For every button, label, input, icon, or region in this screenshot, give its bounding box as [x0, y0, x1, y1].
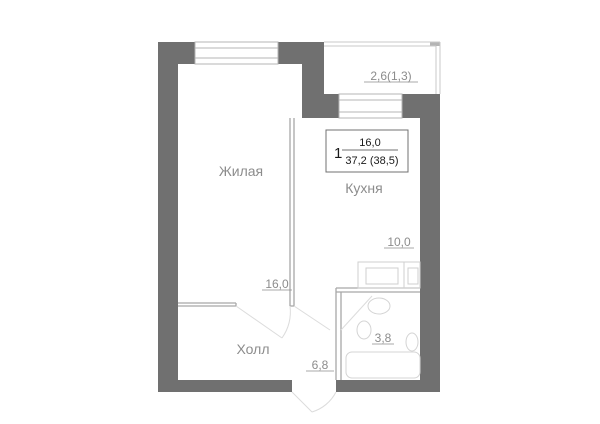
walls	[158, 42, 440, 392]
wall-right	[420, 94, 440, 392]
door-bathroom	[340, 295, 373, 331]
summary-box	[325, 129, 409, 173]
room-area-bathroom: 3,8	[375, 331, 392, 345]
room-name-hall: Холл	[237, 341, 270, 357]
partitions	[178, 118, 420, 380]
window-living	[194, 41, 279, 65]
bathtub	[345, 351, 421, 379]
balcony	[324, 41, 441, 94]
windows	[194, 41, 403, 119]
door-living	[235, 305, 283, 339]
door-swings	[235, 295, 373, 413]
door-kitchen	[293, 305, 331, 331]
wall-bottom-right	[336, 380, 440, 392]
total-area-value: 37,2 (38,5)	[345, 155, 398, 167]
wall-left	[158, 42, 178, 392]
room-name-living: Жилая	[219, 163, 263, 179]
room-area-kitchen: 10,0	[387, 235, 411, 249]
room-area-hall: 6,8	[312, 358, 329, 372]
balcony-area: 2,6(1,3)	[370, 69, 411, 83]
stove	[365, 267, 399, 285]
room-count: 1	[334, 145, 342, 162]
wall-kitchen-top-left	[302, 94, 339, 118]
wall-bottom-left	[158, 380, 292, 392]
bathroom-fixtures	[345, 297, 421, 379]
apartment-summary: 1 16,0 37,2 (38,5)	[325, 129, 409, 173]
kitchen-counter	[357, 261, 421, 289]
balcony-edge	[430, 42, 440, 46]
room-name-kitchen: Кухня	[345, 180, 382, 196]
door-entrance	[291, 391, 313, 413]
living-area-value: 16,0	[359, 137, 380, 149]
room-area-living: 16,0	[265, 277, 289, 291]
toilet	[356, 320, 372, 340]
window-kitchen	[338, 93, 403, 119]
wall-top-left	[158, 42, 195, 64]
sink	[367, 297, 391, 315]
kitchen-furniture	[357, 261, 421, 289]
